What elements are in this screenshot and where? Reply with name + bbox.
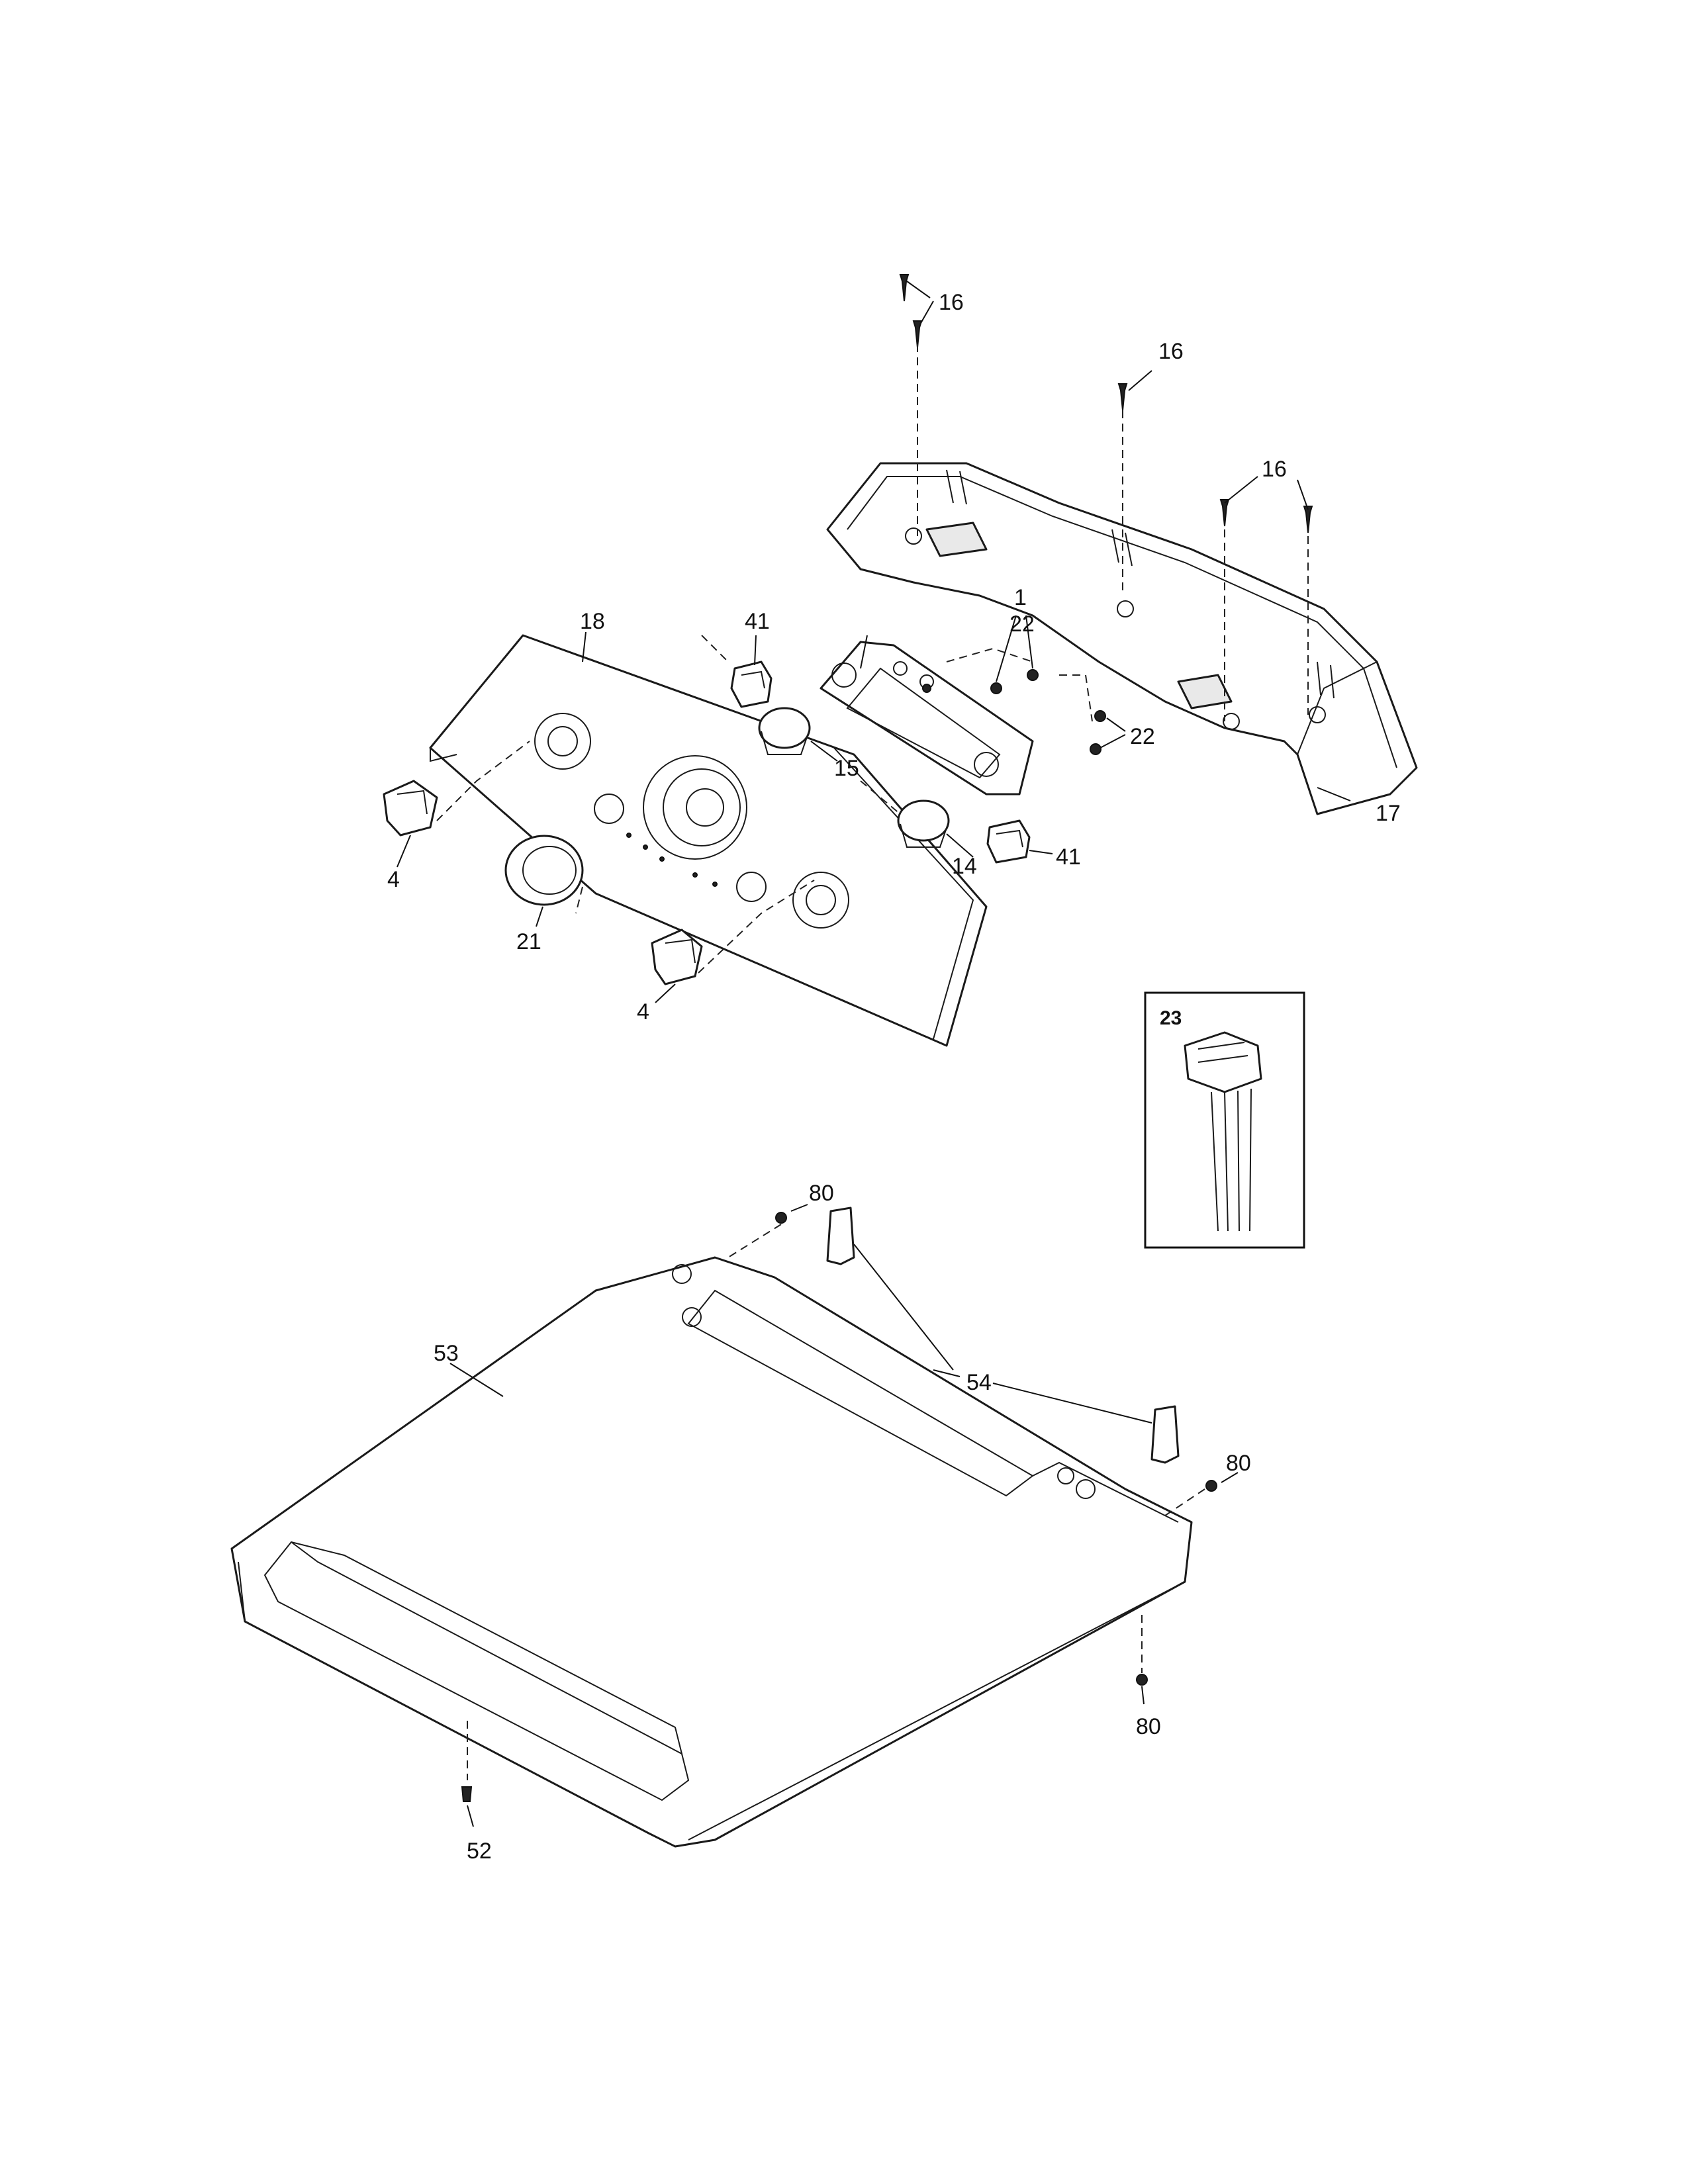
indicator-dots: [626, 833, 718, 887]
callout-23: 23: [1160, 1007, 1182, 1029]
callout-17: 17: [1376, 801, 1401, 826]
connector-icon: [730, 660, 773, 708]
hinge-boss: [672, 1264, 1096, 1499]
callout-41: 41: [1056, 844, 1081, 870]
fastener-icon: [990, 669, 1106, 755]
screw-icon: [899, 274, 1313, 533]
callout-1: 1: [1014, 585, 1027, 610]
callout-4: 4: [637, 999, 649, 1024]
rotary-switch: [897, 799, 950, 848]
callout-80: 80: [1136, 1714, 1161, 1739]
knob-icon: [651, 929, 703, 985]
callout-41: 41: [745, 609, 770, 634]
dial-ring: [504, 835, 584, 906]
rear-console-housing: [826, 462, 1418, 815]
control-panel: [429, 634, 988, 1047]
callout-18: 18: [580, 609, 605, 634]
callout-15: 15: [834, 756, 859, 781]
top-lid: [230, 1256, 1193, 1848]
callout-16: 16: [1158, 339, 1184, 364]
hinge-bracket: [826, 1206, 1180, 1464]
callout-80: 80: [809, 1181, 834, 1206]
fastener-icon: [461, 1212, 1217, 1802]
inset-wire-harness: [1144, 991, 1305, 1249]
indicator-lens: [594, 794, 624, 824]
knob-icon: [383, 780, 438, 837]
callout-21: 21: [516, 929, 541, 954]
callout-22: 22: [1130, 724, 1155, 749]
callout-52: 52: [467, 1839, 492, 1864]
indicator-lens: [736, 872, 767, 902]
selector-dial-opening: [643, 755, 747, 860]
knob-ring-left: [534, 713, 591, 770]
control-board: [820, 641, 1034, 796]
callout-53: 53: [434, 1341, 459, 1366]
callout-16: 16: [1262, 457, 1287, 482]
callout-16: 16: [939, 290, 964, 315]
callout-14: 14: [952, 854, 977, 879]
callout-22: 22: [1009, 612, 1035, 637]
connector-icon: [986, 819, 1031, 864]
callout-80: 80: [1226, 1451, 1251, 1476]
callout-4: 4: [387, 867, 400, 892]
rotary-switch: [758, 707, 811, 755]
knob-ring-right: [792, 872, 849, 929]
callout-54: 54: [966, 1370, 992, 1395]
